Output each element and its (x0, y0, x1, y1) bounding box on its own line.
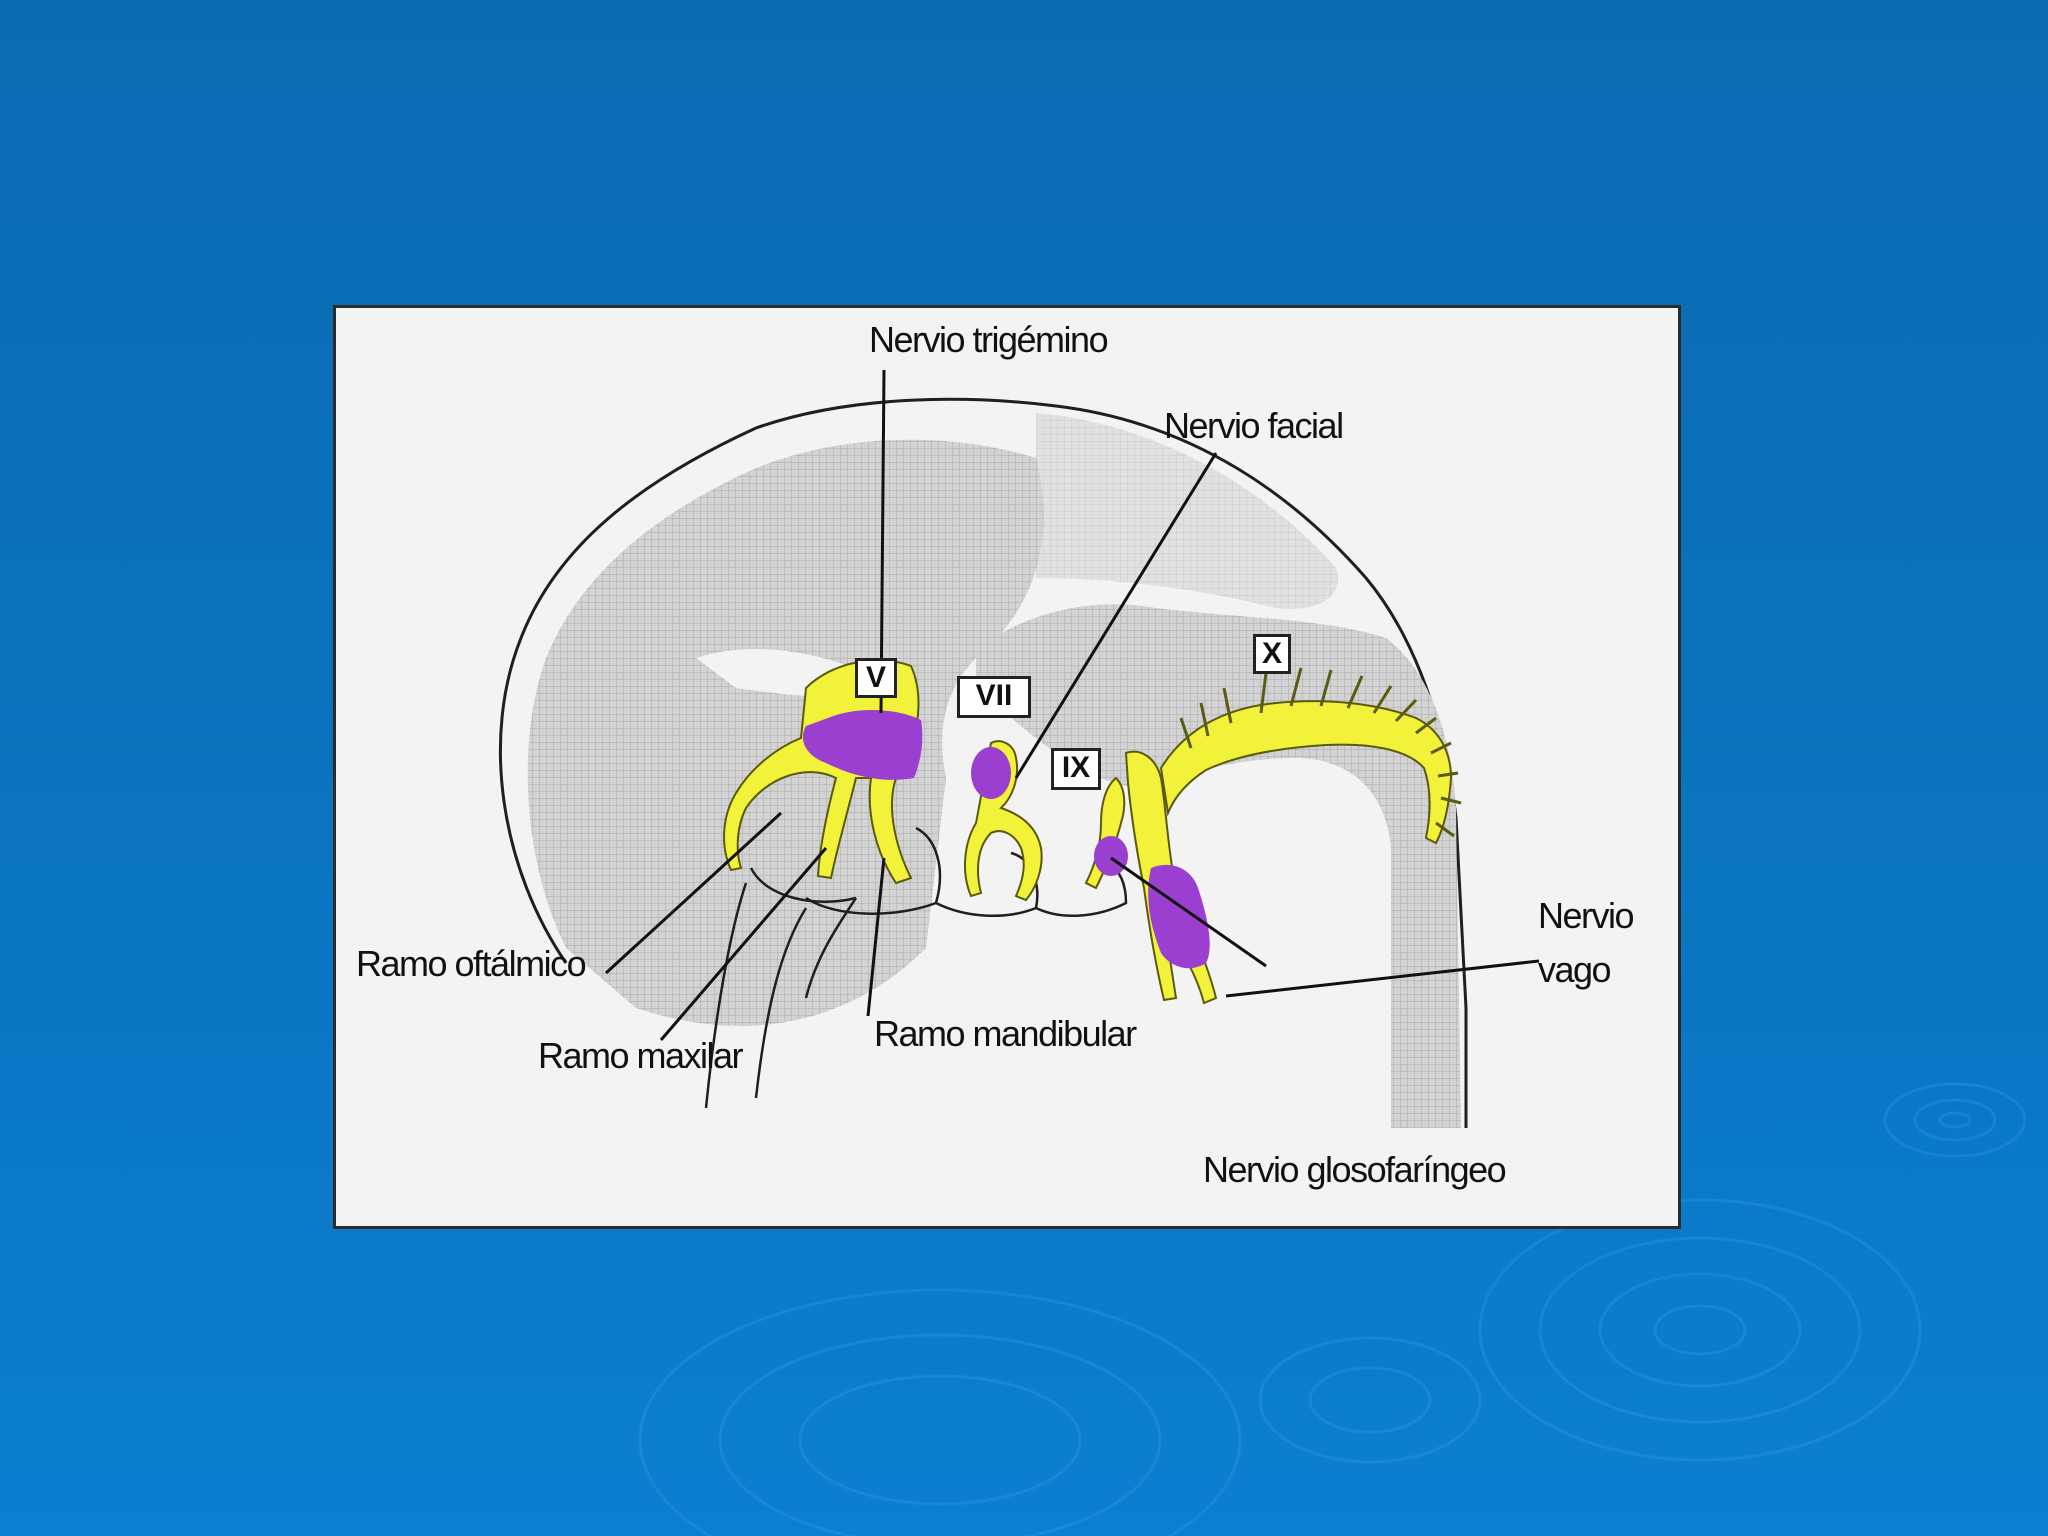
neural-tissue (527, 439, 1044, 1026)
glossopharyngeal-ganglion (1094, 836, 1128, 876)
facial-ganglion (971, 747, 1011, 799)
label-nervio-vago-line2: vago (1538, 949, 1612, 990)
label-nervio-glosofaringeo: Nervio glosofaríngeo (1203, 1149, 1507, 1190)
embryo-outline (498, 397, 1468, 1128)
label-ramo-mandibular: Ramo mandibular (874, 1013, 1137, 1054)
vagus-ganglion (1148, 864, 1210, 969)
label-nervio-facial: Nervio facial (1164, 405, 1344, 446)
trigeminal-ganglion (802, 709, 923, 780)
vagus-rootlets (1179, 667, 1462, 838)
numeral-x: X (1253, 634, 1291, 674)
leader-lines (604, 369, 1540, 1041)
label-nervio-trigemino: Nervio trigémino (869, 319, 1109, 360)
dorsal-tissue (1036, 413, 1338, 609)
numeral-v: V (855, 658, 897, 698)
diagram-frame: V VII IX X Nervio trigémino Nervio facia… (333, 305, 1681, 1229)
label-ramo-oftalmico: Ramo oftálmico (356, 943, 587, 984)
label-nervio-vago-line1: Nervio (1538, 895, 1635, 936)
label-ramo-maxilar: Ramo maxilar (538, 1035, 744, 1076)
numeral-vii: VII (957, 676, 1031, 718)
numeral-ix: IX (1051, 748, 1101, 790)
cranial-nerves-illustration (498, 369, 1540, 1128)
